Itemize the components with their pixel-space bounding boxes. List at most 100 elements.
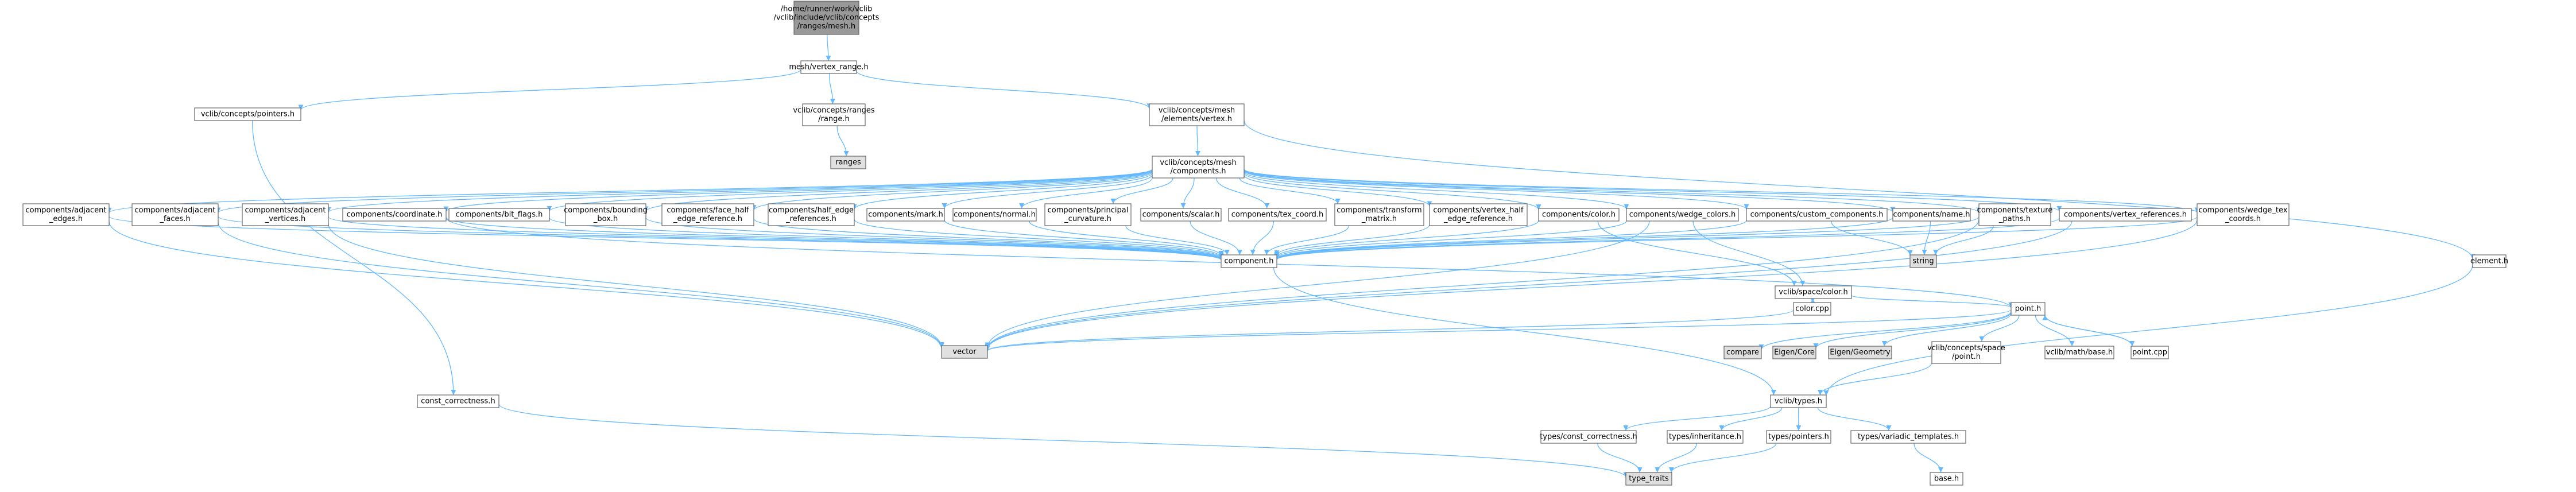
node-types-const[interactable]: types/const_correctness.h <box>1540 430 1637 444</box>
node-box <box>1930 472 1963 486</box>
node-label-line: const_correctness.h <box>421 397 495 406</box>
edge-mesh_components-to-coordinate <box>443 169 1153 212</box>
edge-point_h-to-space_point <box>1979 315 2020 342</box>
node-label-line: vclib/concepts/mesh <box>1160 158 1236 167</box>
node-component[interactable]: component.h <box>1221 254 1277 268</box>
node-texture-paths[interactable]: components/texture_paths.h <box>1977 203 2053 226</box>
node-box <box>1931 341 2001 364</box>
node-label-line: base.h <box>1934 475 1959 483</box>
node-mesh-components[interactable]: vclib/concepts/mesh/components.h <box>1152 156 1245 179</box>
node-box <box>952 208 1037 222</box>
node-half-edge[interactable]: components/half_edge_references.h <box>768 203 855 226</box>
node-box <box>2011 302 2046 316</box>
node-normal[interactable]: components/normal.h <box>952 208 1037 222</box>
node-adj-faces[interactable]: components/adjacent_faces.h <box>131 203 219 226</box>
edge-mesh_components-to-vertex_half <box>1244 175 1432 207</box>
edge-point_cpp-to-point_h <box>2042 315 2133 347</box>
node-box <box>1538 208 1620 222</box>
edge-mesh_components-to-transform <box>1239 177 1341 204</box>
edge-wedge_colors-to-vector <box>985 220 1650 348</box>
node-label-line: _edges.h <box>49 215 83 223</box>
node-coordinate[interactable]: components/coordinate.h <box>342 208 447 222</box>
edge-types-to-types_variadic <box>1817 407 1892 431</box>
node-box <box>1850 430 1966 444</box>
node-types[interactable]: vclib/types.h <box>1770 394 1827 408</box>
node-label-line: components/wedge_colors.h <box>1629 211 1736 219</box>
node-label-line: compare <box>1726 348 1759 357</box>
edge-mark-to-component <box>944 219 1224 258</box>
node-box <box>1772 346 1816 359</box>
edge-mesh_components-to-wedge_tex <box>1244 169 2200 213</box>
node-tex-coord[interactable]: components/tex_coord.h <box>1228 208 1327 222</box>
node-root[interactable]: /home/runner/work/vclib/vclib/include/vc… <box>774 1 880 35</box>
node-vertex-refs[interactable]: components/vertex_references.h <box>2059 208 2192 222</box>
node-vertex-range[interactable]: mesh/vertex_range.h <box>789 60 869 74</box>
node-wedge-tex[interactable]: components/wedge_tex_coords.h <box>2197 203 2290 226</box>
edge-mesh_components-to-adj_vertices <box>326 169 1153 213</box>
edge-types_inherit-to-type_traits <box>1655 443 1697 473</box>
node-name[interactable]: components/name.h <box>1892 208 1971 222</box>
node-box <box>2044 346 2114 359</box>
node-principal[interactable]: components/principal_curvature.h <box>1044 203 1132 226</box>
node-point-cpp[interactable]: point.cpp <box>2130 346 2169 359</box>
node-box <box>448 208 550 222</box>
node-bit-flags[interactable]: components/bit_flags.h <box>448 208 550 222</box>
edge-vertex_refs-to-component <box>1274 218 2060 260</box>
edge-vertex_half-to-component <box>1274 224 1430 256</box>
node-vertex-half[interactable]: components/vertex_half_edge_reference.h <box>1429 203 1528 226</box>
node-label-line: components/principal <box>1048 206 1129 215</box>
node-box <box>242 203 329 226</box>
node-math-base[interactable]: vclib/math/base.h <box>2044 346 2114 359</box>
node-label-line: /point.h <box>1952 352 1981 361</box>
node-custom[interactable]: components/custom_components.h <box>1746 208 1888 222</box>
node-box <box>1140 208 1222 222</box>
node-mark[interactable]: components/mark.h <box>866 208 945 222</box>
node-box <box>1149 103 1245 126</box>
node-const-corr[interactable]: const_correctness.h <box>417 394 499 408</box>
node-point-h[interactable]: point.h <box>2011 302 2046 316</box>
node-label-line: string <box>1912 257 1934 266</box>
node-mesh-vertex[interactable]: vclib/concepts/mesh/elements/vertex.h <box>1149 103 1245 126</box>
node-element[interactable]: element.h <box>2470 254 2508 268</box>
node-box <box>1221 254 1277 268</box>
node-base[interactable]: base.h <box>1930 472 1963 486</box>
node-face-half[interactable]: components/face_half_edge_reference.h <box>661 203 754 226</box>
node-adj-edges[interactable]: components/adjacent_edges.h <box>22 203 110 226</box>
node-box <box>802 103 866 126</box>
node-box <box>661 203 754 226</box>
node-space-color[interactable]: vclib/space/color.h <box>1775 285 1852 299</box>
edge-element-to-types <box>1823 264 2473 396</box>
node-box <box>131 203 219 226</box>
node-box <box>1978 203 2051 226</box>
node-box <box>1626 208 1739 222</box>
node-color-cpp[interactable]: color.cpp <box>1793 302 1831 316</box>
node-label-line: /components.h <box>1170 167 1226 176</box>
node-bounding-box[interactable]: components/bounding_box.h <box>564 203 648 226</box>
node-transform[interactable]: components/transform_matrix.h <box>1334 203 1424 226</box>
node-box <box>1625 472 1672 486</box>
node-label-line: /range.h <box>818 115 850 123</box>
node-label-line: components/scalar.h <box>1142 211 1220 219</box>
node-box <box>768 203 855 226</box>
node-ranges-range[interactable]: vclib/concepts/ranges/range.h <box>793 103 875 126</box>
node-scalar[interactable]: components/scalar.h <box>1140 208 1222 222</box>
edge-mesh_components-to-comp_color <box>1244 172 1541 210</box>
node-box <box>941 345 988 359</box>
node-comp-color[interactable]: components/color.h <box>1538 208 1620 222</box>
node-adj-vertices[interactable]: components/adjacent_vertices.h <box>242 203 329 226</box>
edge-vertex_range-to-ranges_range <box>829 73 835 104</box>
edge-wedge_colors-to-component <box>1274 220 1627 259</box>
node-types-inherit[interactable]: types/inheritance.h <box>1667 430 1744 444</box>
node-types-pointers[interactable]: types/pointers.h <box>1766 430 1831 444</box>
node-wedge-colors[interactable]: components/wedge_colors.h <box>1626 208 1739 222</box>
node-label-line: components/vertex_half <box>1433 206 1524 215</box>
node-space-point[interactable]: vclib/concepts/space/point.h <box>1927 341 2005 364</box>
edge-space_color-to-point_h <box>1851 295 2014 308</box>
node-label-line: element.h <box>2470 257 2508 266</box>
node-label-line: Eigen/Core <box>1774 348 1815 357</box>
node-types-variadic[interactable]: types/variadic_templates.h <box>1850 430 1966 444</box>
node-pointers[interactable]: vclib/concepts/pointers.h <box>194 107 301 121</box>
edge-types-to-types_const <box>1623 405 1771 431</box>
node-label-line: vclib/concepts/mesh <box>1159 106 1235 115</box>
node-label-line: components/adjacent <box>135 206 216 215</box>
